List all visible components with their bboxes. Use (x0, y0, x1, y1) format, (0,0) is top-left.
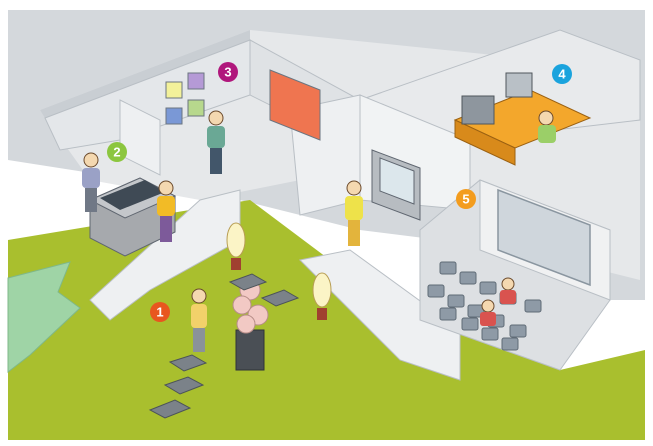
zone-badge-number: 1 (156, 305, 163, 320)
zone-badge-4: 4 (552, 64, 572, 84)
zone-badge-number: 4 (558, 67, 566, 82)
zone-badge-5: 5 (456, 189, 476, 209)
visitor-garden (191, 289, 207, 352)
zone-badge-2: 2 (107, 142, 127, 162)
zone-badge-number: 3 (224, 65, 231, 80)
zone-badge-3: 3 (218, 62, 238, 82)
zone-badge-1: 1 (150, 302, 170, 322)
zone-badge-number: 2 (113, 145, 120, 160)
zone-badge-number: 5 (462, 192, 469, 207)
